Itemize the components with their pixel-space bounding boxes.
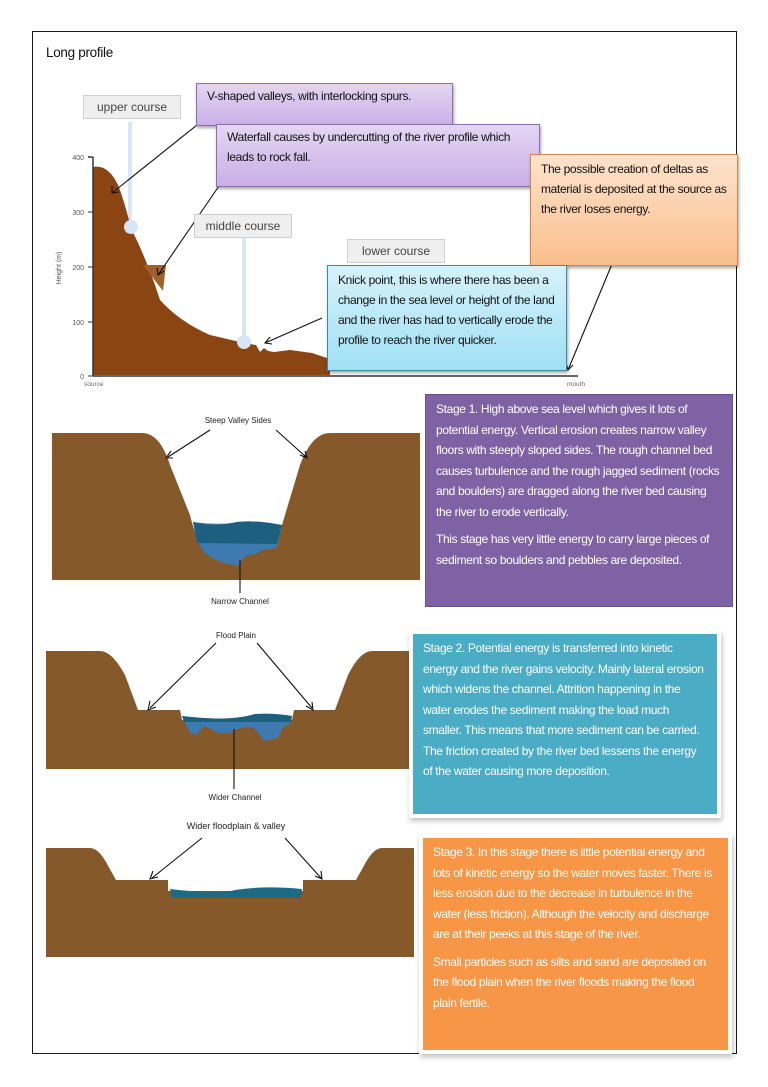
lower-course-label: lower course	[347, 239, 445, 263]
knick-point-callout: Knick point, this is where there has bee…	[327, 265, 567, 371]
x-end-label: mouth	[567, 381, 585, 388]
y-tick-400: 400	[72, 155, 84, 162]
stage2-cross-section: Flood Plain Wider Channel	[46, 631, 414, 802]
upper-course-dot	[124, 220, 138, 234]
x-start-label: source	[84, 381, 104, 388]
y-tick-100: 100	[72, 320, 84, 327]
narrow-channel-label: Narrow Channel	[211, 597, 269, 606]
v-shaped-valleys-callout: V-shaped valleys, with interlocking spur…	[196, 83, 453, 126]
stage1-description: Stage 1. High above sea level which give…	[425, 394, 733, 607]
y-tick-0: 0	[80, 374, 84, 381]
river-profile-area	[93, 166, 330, 375]
page-title: Long profile	[46, 45, 113, 60]
stage3-description: Stage 3. In this stage there is little p…	[423, 838, 728, 1050]
wider-floodplain-label: Wider floodplain & valley	[187, 821, 286, 831]
waterfall-callout: Waterfall causes by undercutting of the …	[216, 124, 540, 187]
annotation-arrows	[111, 124, 613, 372]
stage3-paragraph-2: Small particles such as silts and sand a…	[433, 954, 706, 1010]
stage1-cross-section: Steep Valley Sides Narrow Channel	[52, 416, 420, 606]
stage1-paragraph-2: This stage has very little energy to car…	[436, 532, 710, 567]
stage3-cross-section: Wider floodplain & valley	[46, 821, 414, 957]
y-axis-label: Height (m)	[56, 252, 63, 285]
steep-valley-sides-label: Steep Valley Sides	[205, 416, 272, 425]
deltas-callout: The possible creation of deltas as mater…	[530, 154, 738, 266]
page-border	[32, 31, 737, 1054]
stage2-description: Stage 2. Potential energy is transferred…	[413, 634, 717, 814]
middle-course-label: middle course	[194, 214, 292, 238]
stage3-paragraph-1: Stage 3. In this stage there is little p…	[433, 845, 712, 941]
upper-course-label: upper course	[83, 95, 181, 119]
stage2-paragraph-1: Stage 2. Potential energy is transferred…	[423, 641, 704, 778]
flood-plain-label: Flood Plain	[216, 631, 256, 640]
middle-course-dot	[237, 335, 251, 349]
wider-channel-label: Wider Channel	[209, 793, 262, 802]
y-tick-200: 200	[72, 265, 84, 272]
stage1-paragraph-1: Stage 1. High above sea level which give…	[436, 402, 720, 519]
y-tick-300: 300	[72, 210, 84, 217]
long-profile-chart: 400 300 200 100 0 Height (m) source mout…	[56, 122, 613, 388]
